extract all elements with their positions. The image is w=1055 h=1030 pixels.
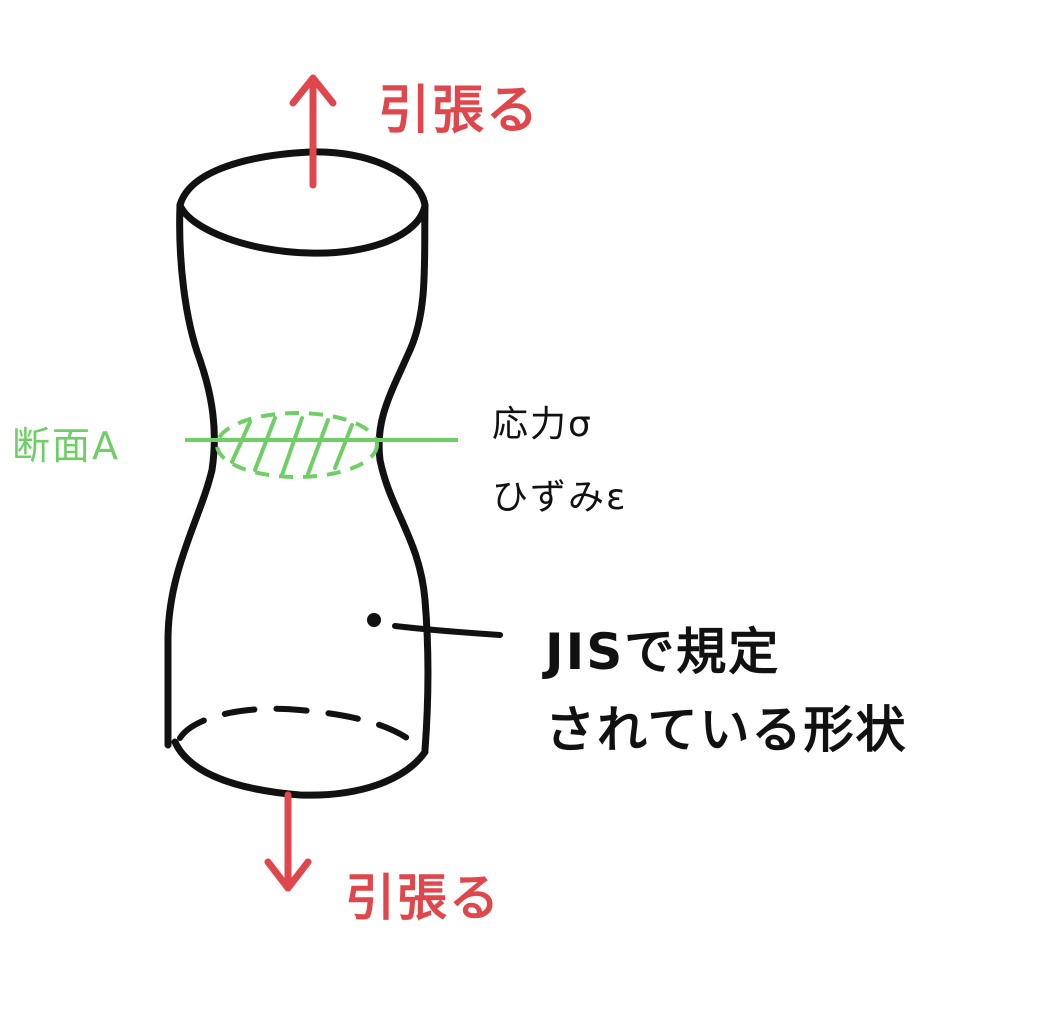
cross-section-label: 断面A — [12, 424, 120, 468]
pull-bottom-label: 引張る — [345, 869, 501, 927]
strain-label: ひずみε — [492, 477, 628, 518]
specimen-top-ellipse — [176, 148, 429, 257]
specimen-right-edge — [375, 201, 432, 754]
stress-label: 応力σ — [492, 404, 593, 445]
specimen-left-edge — [164, 201, 218, 749]
shape-pointer-line — [392, 623, 503, 638]
shape-pointer-dot — [367, 613, 381, 627]
pull-down-arrow — [264, 791, 312, 892]
specimen-bottom-front-arc — [171, 738, 429, 799]
pull-up-arrow — [289, 74, 337, 189]
jis-note-line2: されている形状 — [545, 701, 908, 759]
pull-top-label: 引張る — [378, 81, 541, 141]
cross-section-hatching — [230, 416, 354, 477]
jis-note-line1: JISで規定 — [545, 623, 781, 681]
cross-section-ellipse — [215, 411, 379, 479]
specimen-bottom-hidden-arc — [177, 705, 423, 751]
